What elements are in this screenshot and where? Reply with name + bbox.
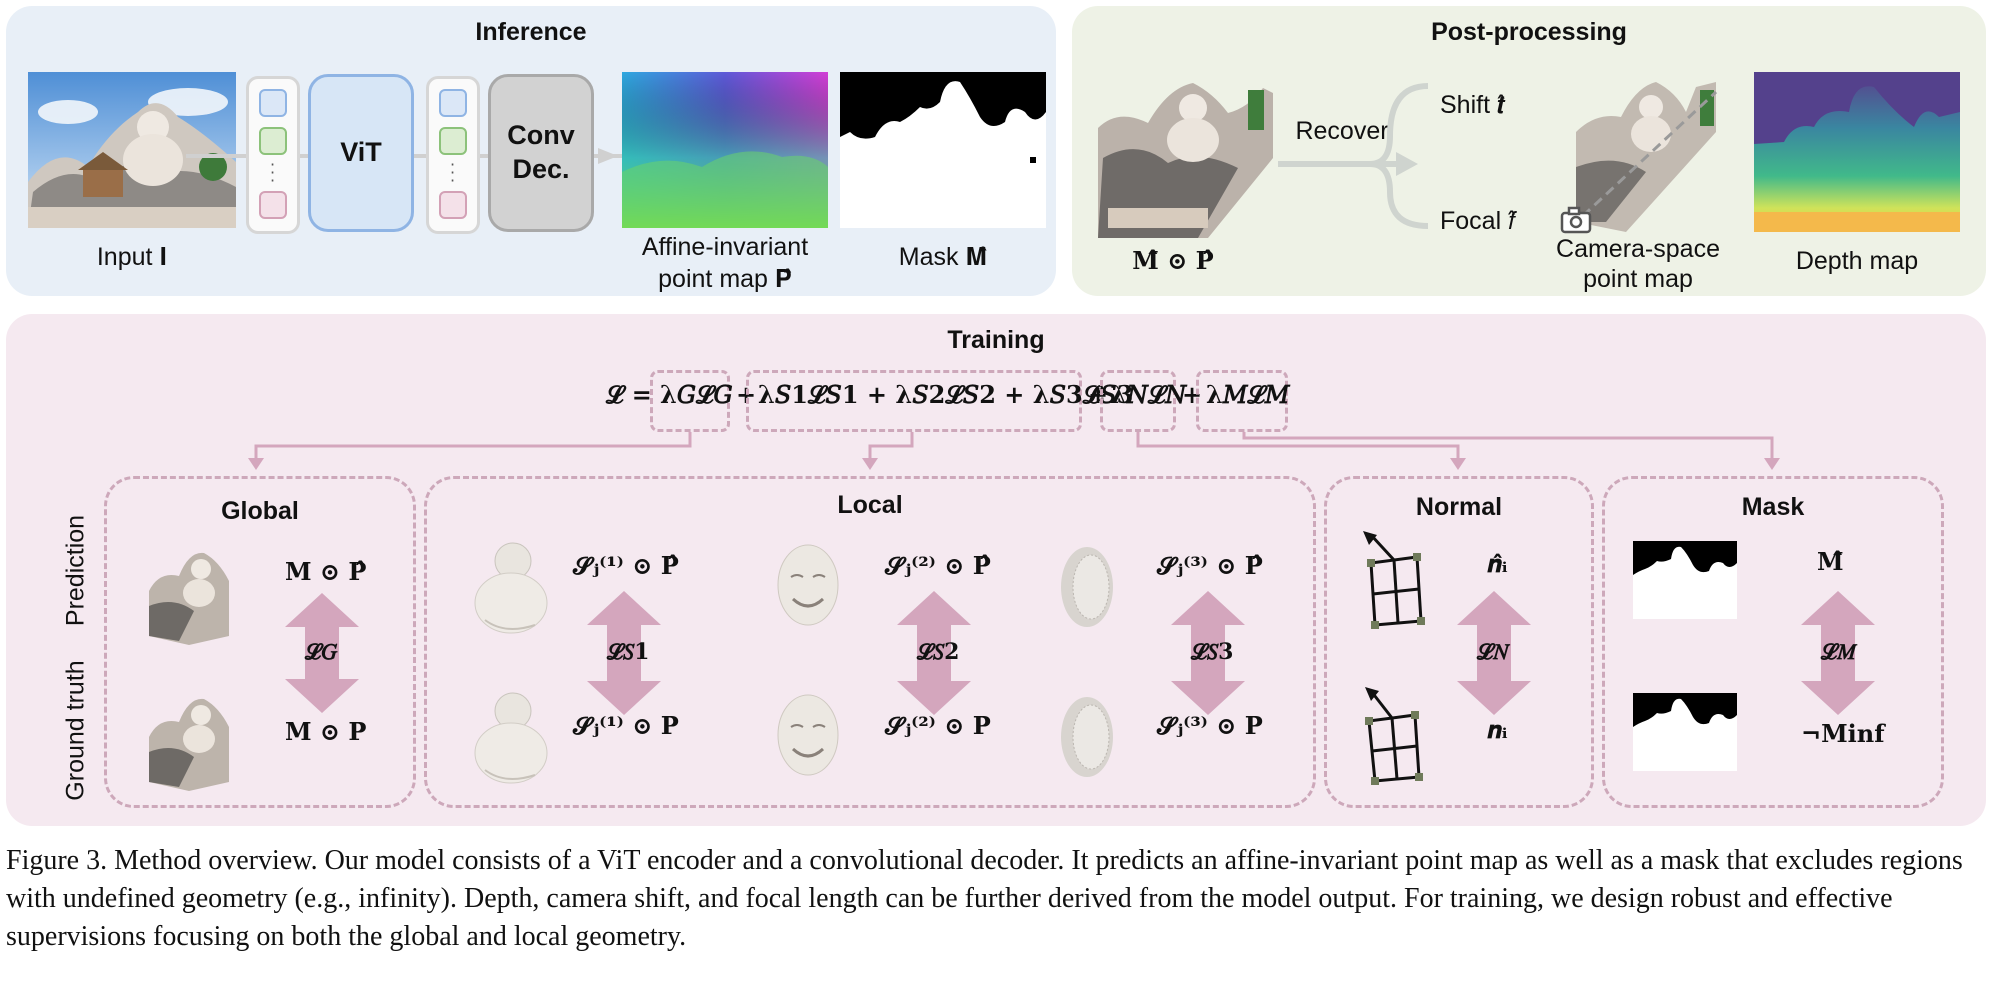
normal-gt-grid-icon	[1365, 687, 1423, 785]
local-loss-arrow-icon-1	[587, 591, 661, 715]
token-green	[259, 127, 287, 155]
side-label-ground-truth: Ground truth	[61, 660, 90, 801]
mask-pred-image	[1633, 541, 1737, 619]
point-map-label-line2: point map 𝐏̂	[658, 265, 792, 293]
token-pink	[259, 191, 287, 219]
local-loss-label-3: 𝓛𝑆3	[1191, 639, 1234, 665]
vit-encoder-block: ViT	[308, 74, 414, 232]
local-gt-image-2	[777, 694, 839, 776]
input-image	[28, 72, 236, 228]
token-blue	[259, 89, 287, 117]
loss-term-local-box	[746, 370, 1082, 432]
local-loss-arrow-icon-3	[1171, 591, 1245, 715]
local-pred-formula-2: 𝓢ⱼ⁽²⁾ ⊙ 𝐏̂	[885, 551, 991, 580]
mask-gt-image	[1633, 693, 1737, 771]
mask-image	[840, 72, 1046, 228]
local-pred-image-1	[474, 542, 548, 634]
affine-point-map-image	[622, 72, 828, 228]
loss-term-normal: λ𝑁𝓛𝑁	[1110, 380, 1187, 409]
normal-pred-formula: 𝒏̂ᵢ	[1487, 549, 1508, 578]
local-gt-formula-1: 𝓢ⱼ⁽¹⁾ ⊙ 𝐏	[573, 711, 679, 740]
local-gt-image-1	[474, 692, 548, 784]
mask-loss-label: 𝓛𝑀	[1821, 639, 1856, 665]
conv-label-line2: Dec.	[512, 154, 570, 184]
global-loss-arrow-icon	[285, 593, 359, 713]
global-gt-formula: 𝐌 ⊙ 𝐏	[285, 717, 367, 746]
camera-icon	[1560, 206, 1592, 234]
global-gt-image	[149, 698, 229, 791]
conv-label-line1: Conv	[507, 120, 575, 151]
global-title: Global	[221, 497, 299, 525]
recover-arrow-icon	[1278, 83, 1429, 229]
depth-map-image	[1754, 72, 1960, 232]
shift-label: Shift 𝒕̂	[1440, 91, 1506, 119]
token-column-input: ···	[246, 76, 300, 234]
masked-point-map-image	[1098, 83, 1273, 238]
arrow-to-outputs-icon	[598, 148, 618, 164]
global-loss-box: Global 𝐌 ⊙ 𝐏̂ 𝓛𝐺 𝐌 ⊙ 𝐏	[104, 476, 416, 808]
mask-loss-box: Mask 𝐌̂ 𝓛𝑀 ¬𝐌inf	[1602, 476, 1944, 808]
depth-map-label: Depth map	[1795, 247, 1919, 275]
token-column-output: ···	[426, 76, 480, 234]
loss-term-global-box	[650, 370, 730, 432]
token-blue	[439, 89, 467, 117]
normal-loss-arrow-icon	[1457, 591, 1531, 715]
recover-label: Recover	[1295, 117, 1389, 145]
plus-sign: +	[1088, 380, 1109, 409]
loss-term-global: λ𝐺𝓛𝐺	[660, 380, 733, 409]
token-green	[439, 127, 467, 155]
mask-title: Mask	[1741, 493, 1805, 521]
focal-label: Focal 𝑓̂	[1440, 207, 1516, 235]
loss-term-normal-box	[1100, 370, 1176, 432]
local-loss-label-1: 𝓛𝑆1	[607, 639, 650, 665]
point-map-label-line1: Affine-invariant	[641, 233, 809, 261]
ellipsis-dots: ···	[450, 155, 456, 190]
global-pred-formula: 𝐌 ⊙ 𝐏̂	[285, 557, 367, 586]
local-title: Local	[837, 491, 903, 519]
loss-term-mask-box	[1196, 370, 1288, 432]
global-pred-image	[149, 552, 229, 645]
token-pink	[439, 191, 467, 219]
local-loss-label-2: 𝓛𝑆2	[917, 639, 960, 665]
local-gt-formula-3: 𝓢ⱼ⁽³⁾ ⊙ 𝐏	[1157, 711, 1263, 740]
camera-space-label-line2: point map	[1583, 265, 1693, 293]
masked-point-map-label: 𝐌̂ ⊙ 𝐏̂	[1132, 246, 1214, 275]
normal-pred-grid-icon	[1363, 531, 1425, 629]
camera-space-label-line1: Camera-space	[1556, 235, 1720, 263]
inference-panel: Inference Input 𝐈 ··· ViT	[6, 6, 1056, 296]
vit-label: ViT	[340, 137, 382, 168]
input-label: Input 𝐈	[96, 243, 168, 271]
normal-loss-box: Normal 𝒏̂ᵢ 𝓛𝑁	[1324, 476, 1594, 808]
post-processing-panel: Post-processing 𝐌̂ ⊙ 𝐏̂ Recover Shift 𝒕̂…	[1072, 6, 1986, 296]
post-processing-title: Post-processing	[1431, 18, 1627, 46]
loss-connectors	[248, 432, 1780, 470]
loss-lhs: 𝓛 =	[606, 380, 652, 409]
local-gt-formula-2: 𝓢ⱼ⁽²⁾ ⊙ 𝐏	[885, 711, 991, 740]
normal-title: Normal	[1415, 493, 1503, 521]
local-pred-formula-3: 𝓢ⱼ⁽³⁾ ⊙ 𝐏̂	[1157, 551, 1263, 580]
mask-gt-formula: ¬𝐌inf	[1801, 719, 1885, 748]
training-panel: Training 𝓛 = λ𝐺𝓛𝐺 + λ𝑆1𝓛𝑆1 + λ𝑆2𝓛𝑆2 + λ𝑆…	[6, 314, 1986, 826]
figure-caption: Figure 3. Method overview. Our model con…	[6, 845, 1963, 952]
ellipsis-dots: ···	[270, 155, 276, 190]
mask-pred-formula: 𝐌̂	[1817, 547, 1844, 576]
mask-label: Mask 𝐌̂	[898, 243, 988, 271]
conv-decoder-block: Conv Dec.	[488, 74, 594, 232]
local-pred-image-3	[1061, 547, 1113, 627]
camera-space-point-map-image	[1569, 82, 1718, 232]
local-gt-image-3	[1061, 697, 1113, 777]
normal-gt-formula: 𝒏ᵢ	[1487, 715, 1508, 744]
training-title: Training	[947, 326, 1045, 354]
local-pred-formula-1: 𝓢ⱼ⁽¹⁾ ⊙ 𝐏̂	[573, 551, 679, 580]
loss-term-local: λ𝑆1𝓛𝑆1 + λ𝑆2𝓛𝑆2 + λ𝑆3𝓛𝑆3	[758, 380, 1134, 409]
inference-title: Inference	[475, 18, 587, 46]
local-loss-box: Local 𝓢ⱼ⁽¹⁾ ⊙ 𝐏̂ 𝓛𝑆1 𝓢ⱼ⁽¹⁾ ⊙ 𝐏 𝓢ⱼ⁽²⁾ ⊙ 𝐏…	[424, 476, 1316, 808]
local-pred-image-2	[777, 544, 839, 626]
global-loss-label: 𝓛𝐺	[305, 639, 338, 665]
loss-term-mask: λ𝑀𝓛𝑀	[1206, 380, 1290, 409]
local-loss-arrow-icon-2	[897, 591, 971, 715]
normal-loss-label: 𝓛𝑁	[1477, 639, 1508, 665]
mask-loss-arrow-icon	[1801, 591, 1875, 715]
